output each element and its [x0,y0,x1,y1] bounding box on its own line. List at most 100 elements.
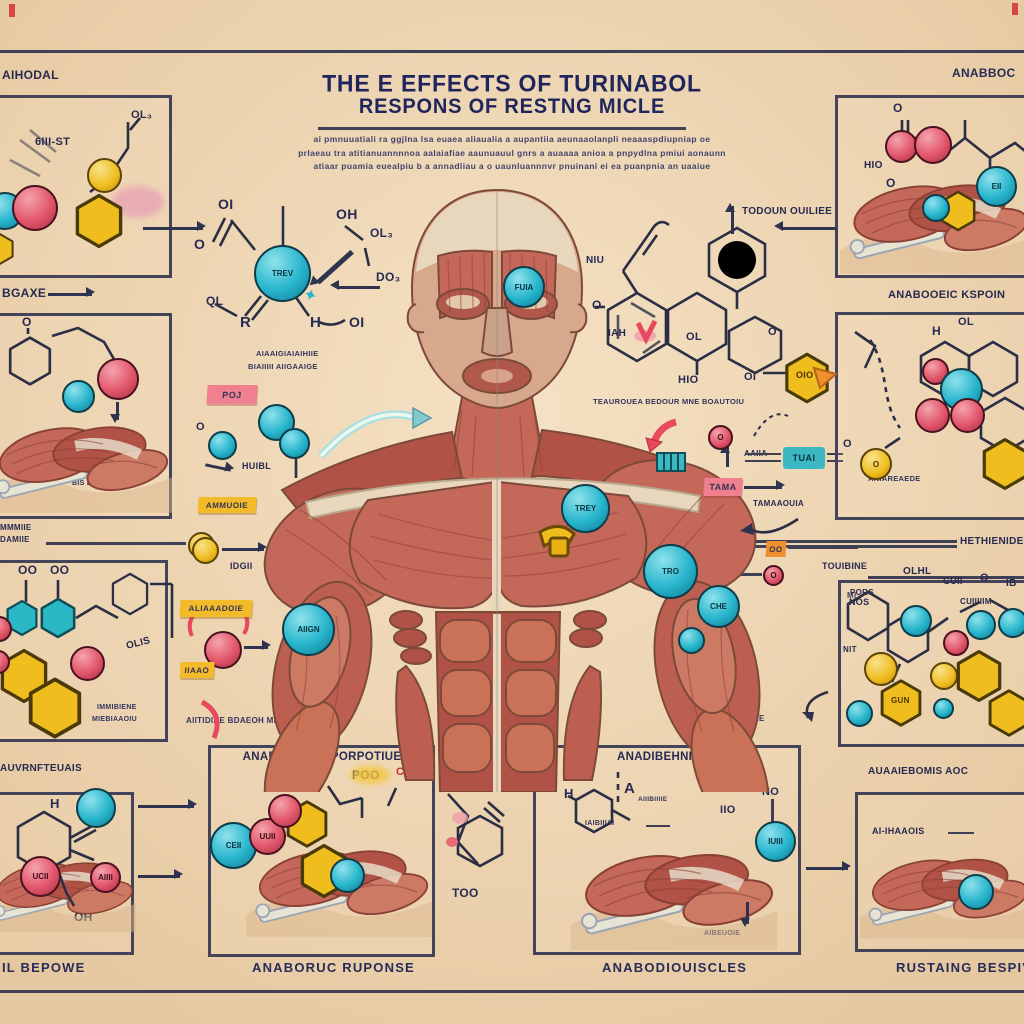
atom-label: O [980,572,989,584]
molecule-ball: CHE [697,585,740,628]
chem-bonds [294,458,298,478]
intro-line: prlaeau tra atitianuannnnoa aalaiafiae a… [298,147,726,158]
leader-line [948,832,974,834]
annotation: TAMAAOUIA [753,499,804,508]
huibl-label: HUIBL [242,461,271,471]
panel-label-top-right: ANABBOC [952,66,1016,80]
atom-label: H [932,324,941,338]
connector-line [771,799,774,823]
molecule-ball: AIIII [90,862,121,893]
atom-label: O [22,315,32,329]
bottom-left-label: AUVRNFTEUAIS [0,763,82,774]
atom-label: OI [744,371,757,383]
hexagon-icon [40,596,76,640]
yellow-smudge [350,766,390,784]
atom-label: CUIIIIIM [960,597,992,606]
molecule-ball: O [708,425,733,450]
benzene-ring-icon [110,572,150,616]
atom-label: QL [206,294,224,308]
molecule-ball: O [763,565,784,586]
molecule-ball [678,627,705,654]
teal-chip-icon [656,452,686,472]
hexagon-icon [988,688,1024,738]
molecule-ball: CEII [210,822,257,869]
molecule-ball [966,610,996,640]
molecule-ball [885,130,918,163]
molecule-ball [12,185,58,231]
hexagon-icon [0,230,14,268]
molecule-ball [958,874,994,910]
molecule-ball [933,698,954,719]
arrow-right-icon [244,640,271,650]
atom-label: NIT [843,645,857,654]
muscle-tissue-art [860,828,1024,946]
swoosh-arrow-icon [318,406,433,459]
molecule-ball [97,358,139,400]
poster-title-line2: RESPONS OF RESTNG MICLE [358,95,666,119]
left-link-label: MMMIIE [0,523,32,532]
right-bottom-label: AUAAIEBOMIS AOC [868,766,969,777]
molecule-ball [268,794,302,828]
section-rule [755,545,957,548]
atom-label: O [893,101,903,115]
molecule-ball: TREV [254,245,311,302]
chem-bonds [211,206,371,326]
atom-label: OLHL [903,566,932,577]
atom-label: OI [349,314,365,330]
atom-label: OL [958,316,974,328]
ball-label: O [717,433,724,442]
annotation: IAIBIIIAI [585,820,615,827]
molecule-ball [330,858,365,893]
chem-caption: AIAAIGIAIAIHIIE [256,349,319,358]
ball-label: IUIII [768,837,783,846]
annotation: AIIIBIIIIE [638,796,668,803]
artifact-mark [9,4,15,17]
chem-bonds [326,785,398,818]
ball-label: UCII [32,872,49,881]
molecule-ball [208,431,237,460]
molecule-ball: FUIA [503,266,545,308]
atom-label: O [196,421,205,433]
arrow-down-icon [110,402,120,423]
gear-label: OIO [796,370,814,380]
chem-bonds [26,326,120,367]
intro-paragraph: ai pmnuuatiali ra ggjlna lsa euaea aliau… [200,133,824,174]
molecule-ball [930,662,958,690]
ball-label: AIIGN [297,625,320,634]
connector-line [745,453,781,455]
atom-label: HIO [864,160,883,171]
molecule-ball: EII [976,166,1017,207]
arrow-right-icon [222,542,267,552]
arrow-up-icon [725,203,735,234]
atom-label: HIO [678,374,699,386]
highlight-badge: AMMUOIE [197,497,257,513]
left-link-label: DAMIIE [0,535,30,544]
arrow-right-icon [138,799,197,809]
atom-label: OO [18,563,38,577]
hex-label: GUN [891,696,910,705]
anatomy-figure [263,188,770,792]
atom-label: PORS [850,588,874,597]
highlight-badge: OO [765,541,787,557]
annotation: TEAUROUEA BEDOUR MNE BOAUTOIU [593,397,745,406]
benzene-ring-icon [8,332,52,390]
arrow-down-icon [740,902,750,927]
atom-label: NOS [849,597,870,607]
annotation: AIITIDIAE BDAEOH MDIITEAAAIK [186,716,323,725]
molecule-ball [846,700,873,727]
atom-label: OL [686,331,702,343]
molecule-ball [943,630,969,656]
panel-caption: ANABODIOUISCLES [602,960,748,975]
annotation: MIEBIAAOIU [92,716,137,723]
atom-label: A [624,780,636,797]
ball-label: O [770,571,777,580]
molecule-ball [62,380,95,413]
ball-label: EII [991,182,1002,191]
artifact-mark [1012,3,1018,15]
arrow-right-icon [138,869,183,879]
molecule-ball: TRO [643,544,698,599]
arrow-right-icon [143,221,206,231]
highlight-badge: IIAAO [179,662,215,678]
molecule-ball [70,646,105,681]
atom-label: O [592,298,602,312]
